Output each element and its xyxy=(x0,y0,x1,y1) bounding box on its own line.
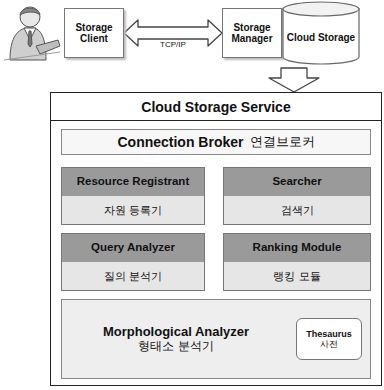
node-subtitle: 형태소 분석기 xyxy=(138,340,213,354)
node-subtitle: 연결브로커 xyxy=(250,135,315,150)
service-frame: Cloud Storage ServiceConnection Broker 연결… xyxy=(50,92,382,386)
node-title: Cloud Storage Service xyxy=(51,93,381,121)
module-box: Query Analyzer질의 분석기 xyxy=(61,233,205,291)
connector-label: TCP/IP xyxy=(158,41,188,50)
node-title: Resource Registrant xyxy=(62,168,204,196)
node-subtitle: 질의 분석기 xyxy=(62,262,204,290)
node-title: Morphological Analyzer xyxy=(103,325,249,340)
client-box: Storage Client xyxy=(64,8,124,58)
node-subtitle: 자원 등록기 xyxy=(62,196,204,224)
node-title: Thesaurus xyxy=(306,329,352,339)
node-subtitle: 랭킹 모듈 xyxy=(224,262,370,290)
module-box: Resource Registrant자원 등록기 xyxy=(61,167,205,225)
node-subtitle: 검색기 xyxy=(224,196,370,224)
storage-cylinder: Cloud Storage xyxy=(282,1,360,65)
analyzer-box: Morphological Analyzer형태소 분석기 Thesaurus사전 xyxy=(61,299,371,379)
user-figure xyxy=(4,7,60,60)
node-title: Query Analyzer xyxy=(62,234,204,262)
broker-box: Connection Broker 연결브로커 xyxy=(61,129,371,155)
node-title: Cloud Storage xyxy=(287,32,355,44)
node-title: Storage Manager xyxy=(225,22,279,45)
dictionary-box: Thesaurus사전 xyxy=(296,318,362,360)
node-title: Searcher xyxy=(224,168,370,196)
node-title: Ranking Module xyxy=(224,234,370,262)
module-box: Ranking Module랭킹 모듈 xyxy=(223,233,371,291)
module-box: Searcher검색기 xyxy=(223,167,371,225)
manager-box: Storage Manager xyxy=(222,8,282,58)
block-arrow xyxy=(269,68,319,92)
node-title: Connection Broker xyxy=(117,134,243,150)
node-subtitle: 사전 xyxy=(320,339,338,349)
node-title: Storage Client xyxy=(67,22,121,45)
